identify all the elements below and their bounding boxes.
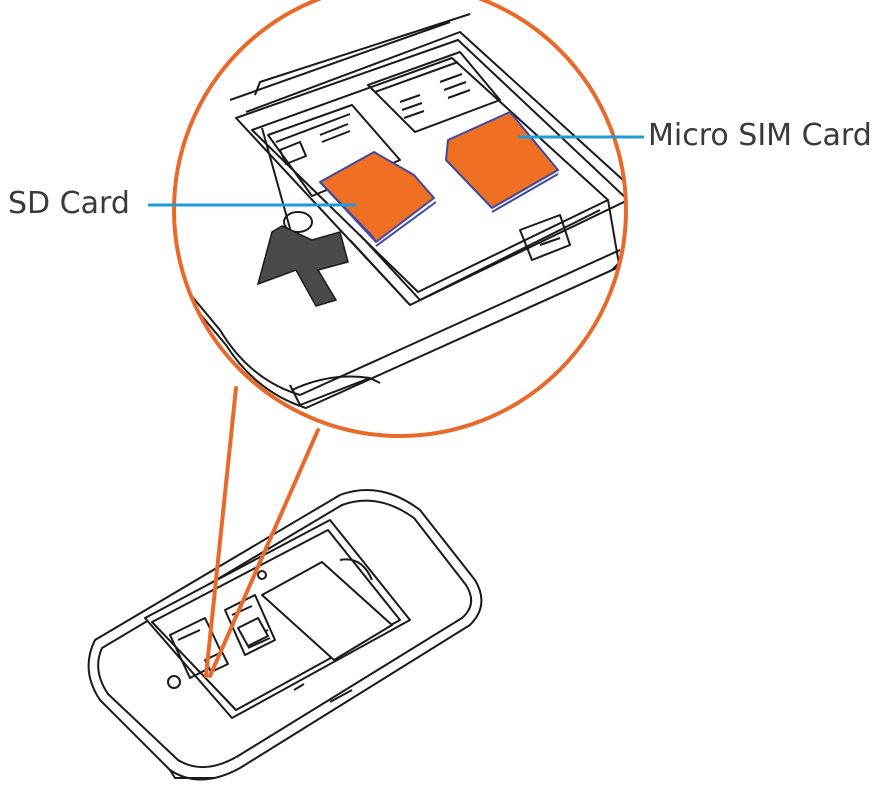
zoomed-slot-view <box>174 0 626 436</box>
sd-card-graphic <box>319 151 437 247</box>
device-back-view <box>87 489 483 781</box>
micro-sim-card-graphic <box>445 111 559 213</box>
insert-arrow-icon <box>256 225 349 307</box>
magnifier-cone <box>204 386 320 678</box>
sd-card-label: SD Card <box>8 186 130 221</box>
micro-sim-card-label: Micro SIM Card <box>648 118 872 153</box>
magnifier-ring <box>172 0 628 438</box>
